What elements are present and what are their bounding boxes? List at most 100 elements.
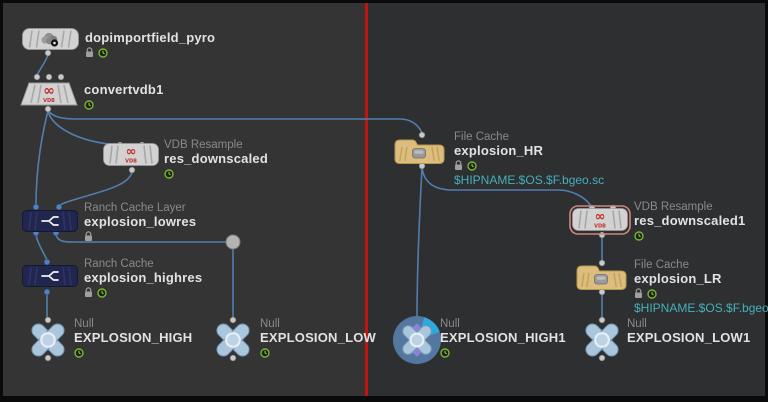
- label-explosion-hr: File Cache explosion_HR $HIPNAME.$OS.$F.…: [454, 131, 604, 187]
- connector-dot[interactable]: [229, 316, 237, 324]
- label-explosion-lowres: Ranch Cache Layer explosion_lowres: [84, 202, 196, 242]
- connector-dot[interactable]: [44, 316, 52, 324]
- drive-icon: [594, 274, 608, 285]
- connector-dot[interactable]: [598, 354, 606, 362]
- node-explosion-lr[interactable]: [575, 263, 627, 290]
- clock-icon: [74, 347, 84, 358]
- selection-ring: [569, 205, 631, 235]
- label-explosion-low: Null EXPLOSION_LOW: [260, 318, 376, 358]
- node-type-label: File Cache: [634, 259, 689, 271]
- null-cross-icon: [31, 323, 65, 357]
- connector-dot[interactable]: [57, 73, 65, 81]
- connector-dot[interactable]: [229, 354, 237, 362]
- node-name: EXPLOSION_LOW1: [627, 330, 751, 345]
- hda-node-body: [22, 210, 78, 232]
- vdb-icon: ∞ VDB: [43, 83, 55, 104]
- cache-branch-icon: [41, 216, 59, 226]
- svg-text:VDB: VDB: [43, 98, 55, 104]
- svg-text:∞: ∞: [43, 83, 55, 99]
- label-res-downscaled: VDB Resample res_downscaled: [164, 139, 268, 179]
- node-name: dopimportfield_pyro: [85, 30, 216, 45]
- wire-convert-to-lowres[interactable]: [35, 110, 49, 206]
- connector-dot-blue[interactable]: [43, 258, 51, 266]
- svg-text:∞: ∞: [126, 145, 137, 160]
- vdb-icon: ∞ VDB: [594, 210, 606, 230]
- connector-dot[interactable]: [418, 162, 426, 170]
- node-explosion-lowres[interactable]: [22, 210, 78, 232]
- wire-hr-to-resample1[interactable]: [421, 167, 592, 207]
- label-dopimportfield-pyro: dopimportfield_pyro: [85, 31, 215, 58]
- cache-file-path: $HIPNAME.$OS.$F.bgeo.sc: [454, 173, 605, 187]
- connector-dot[interactable]: [45, 73, 53, 81]
- node-explosion-low[interactable]: [209, 320, 257, 360]
- node-dopimportfield-pyro[interactable]: [22, 28, 79, 50]
- node-res-downscaled1[interactable]: ∞ VDB: [569, 205, 631, 235]
- wire-lowres-to-highres[interactable]: [35, 234, 48, 261]
- lock-icon: [86, 47, 93, 57]
- sop-node-body: [22, 28, 79, 50]
- node-name: res_downscaled: [164, 151, 268, 166]
- clock-icon: [440, 347, 450, 358]
- node-name: explosion_HR: [454, 143, 544, 158]
- cache-file-path: $HIPNAME.$OS.$F.bgeo.sc: [634, 301, 768, 315]
- connector-dot[interactable]: [44, 354, 52, 362]
- connector-dot[interactable]: [598, 288, 606, 296]
- svg-text:∞: ∞: [595, 210, 606, 225]
- node-name: explosion_LR: [634, 271, 722, 286]
- connector-dot[interactable]: [598, 316, 606, 324]
- network-dot[interactable]: [225, 234, 241, 250]
- wire-dop-to-convert[interactable]: [36, 54, 49, 76]
- sop-node-body: ∞ VDB: [103, 143, 159, 166]
- null-display-ring-icon: [393, 316, 441, 364]
- connector-dot[interactable]: [44, 49, 52, 57]
- label-res-downscaled1: VDB Resample res_downscaled1: [634, 201, 745, 241]
- label-explosion-high: Null EXPLOSION_HIGH: [74, 318, 192, 358]
- node-type-label: Ranch Cache: [84, 258, 154, 270]
- clock-icon: [260, 347, 270, 358]
- wire-lowres-to-dot[interactable]: [55, 234, 226, 243]
- null-cross-icon: [216, 323, 250, 357]
- node-type-label: VDB Resample: [164, 139, 243, 151]
- sop-node-body: ∞ VDB: [20, 82, 78, 106]
- node-res-downscaled[interactable]: ∞ VDB: [103, 143, 159, 166]
- clock-icon: [97, 287, 107, 298]
- connector-dot-blue[interactable]: [43, 288, 51, 296]
- wire-resample-to-lowres[interactable]: [58, 171, 133, 207]
- node-explosion-highres[interactable]: [22, 265, 78, 287]
- connector-dot-blue[interactable]: [32, 203, 40, 211]
- sop-node-body-selected: ∞ VDB: [569, 205, 631, 235]
- clock-icon: [84, 99, 94, 110]
- wire-hr-to-explosion-high1[interactable]: [416, 167, 423, 319]
- connector-dot[interactable]: [418, 131, 426, 139]
- label-explosion-low1: Null EXPLOSION_LOW1: [627, 318, 750, 345]
- lock-icon: [85, 231, 92, 241]
- null-cross-icon: [585, 323, 619, 357]
- connector-dot[interactable]: [598, 259, 606, 267]
- node-explosion-high1[interactable]: [391, 314, 443, 366]
- node-convertvdb1[interactable]: ∞ VDB: [20, 82, 78, 106]
- drive-icon: [412, 148, 426, 159]
- connector-dot[interactable]: [33, 73, 41, 81]
- connector-dot-blue[interactable]: [55, 203, 63, 211]
- node-explosion-low1[interactable]: [578, 320, 626, 360]
- node-explosion-hr[interactable]: [393, 137, 445, 164]
- node-name: convertvdb1: [84, 82, 164, 97]
- clock-icon: [647, 288, 657, 299]
- node-explosion-high[interactable]: [24, 320, 72, 360]
- clock-icon: [634, 230, 644, 241]
- lock-icon: [85, 287, 92, 297]
- hda-node-body: [22, 265, 78, 287]
- wire-convert-to-filecache-hr[interactable]: [47, 110, 423, 134]
- node-name: EXPLOSION_LOW: [260, 330, 377, 345]
- node-type-label: Null: [260, 318, 280, 330]
- clock-icon: [98, 47, 108, 58]
- connector-dot[interactable]: [128, 166, 136, 174]
- connector-dot[interactable]: [44, 105, 52, 113]
- wire-convert-to-resample[interactable]: [47, 110, 119, 146]
- label-convertvdb1: convertvdb1: [84, 83, 164, 110]
- clock-icon: [164, 168, 174, 179]
- node-name: EXPLOSION_HIGH1: [440, 330, 566, 345]
- node-type-label: Null: [440, 318, 460, 330]
